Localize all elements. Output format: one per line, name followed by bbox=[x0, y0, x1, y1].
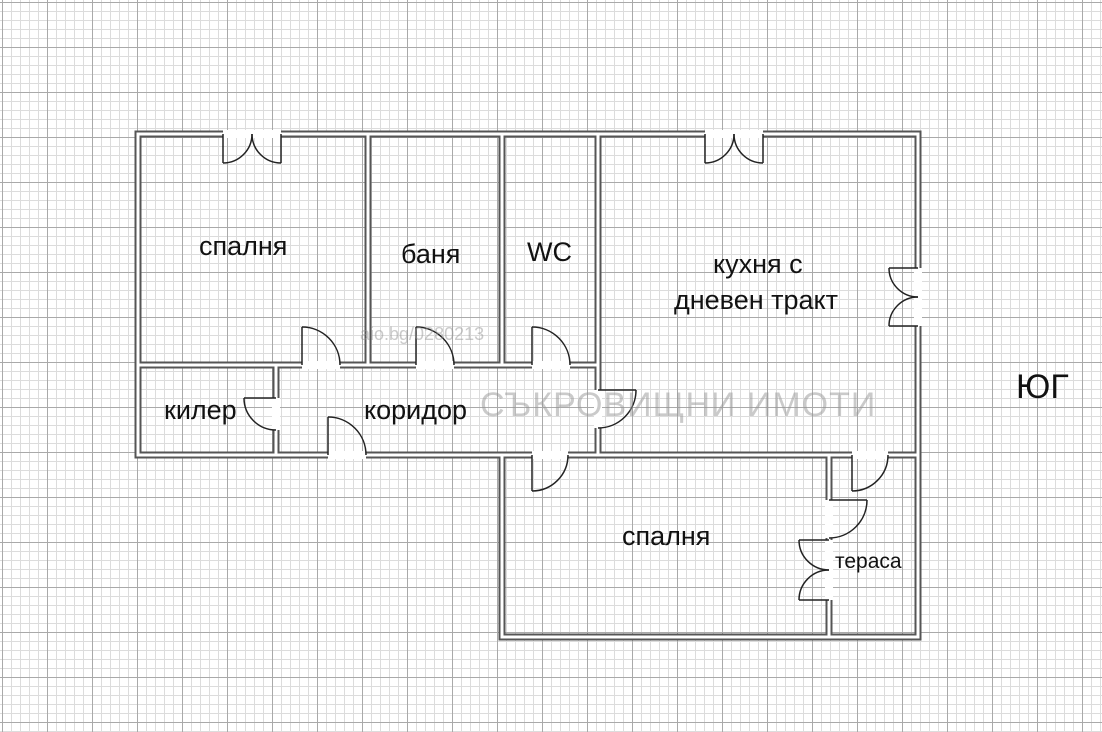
room-label-bedroom-1: спалня bbox=[199, 231, 288, 261]
window-icon bbox=[704, 130, 764, 164]
room-label-kitchen-line1: кухня с bbox=[713, 249, 803, 279]
window-swing bbox=[798, 539, 830, 571]
windows bbox=[222, 130, 922, 601]
window-swing bbox=[222, 133, 253, 164]
room-label-terrace: тераса bbox=[835, 550, 902, 573]
door-icon bbox=[594, 389, 637, 429]
window-swing bbox=[251, 133, 282, 164]
door-swing bbox=[243, 397, 277, 431]
window-icon bbox=[888, 267, 922, 327]
room-label-bedroom-2: спалня bbox=[622, 521, 711, 551]
room-label-wc: WC bbox=[527, 237, 572, 267]
door-icon bbox=[851, 451, 889, 492]
window-swing bbox=[733, 133, 764, 164]
door-swing bbox=[531, 454, 569, 492]
window-swing bbox=[798, 569, 830, 601]
orientation-label: ЮГ bbox=[1016, 368, 1069, 406]
window-swing bbox=[888, 296, 919, 327]
door-icon bbox=[415, 326, 455, 369]
door-icon bbox=[327, 416, 367, 459]
room-label-bathroom: баня bbox=[401, 239, 461, 269]
window-swing bbox=[704, 133, 735, 164]
door-icon bbox=[825, 499, 868, 539]
door-swing bbox=[828, 499, 868, 539]
doors bbox=[243, 326, 889, 539]
door-icon bbox=[531, 326, 571, 369]
door-icon bbox=[243, 397, 280, 431]
watermark-code: aio.bg/0280213 bbox=[360, 324, 485, 344]
room-label-corridor: коридор bbox=[364, 395, 468, 425]
window-swing bbox=[888, 267, 919, 298]
door-swing bbox=[531, 326, 571, 366]
door-swing bbox=[851, 454, 889, 492]
door-icon bbox=[301, 326, 341, 369]
door-swing bbox=[327, 416, 367, 456]
door-swing bbox=[415, 326, 455, 366]
door-swing bbox=[301, 326, 341, 366]
door-icon bbox=[531, 451, 569, 492]
door-swing bbox=[597, 389, 637, 429]
room-label-pantry: килер bbox=[164, 395, 237, 425]
window-icon bbox=[222, 130, 282, 164]
window-icon bbox=[798, 539, 833, 601]
watermark-brand: СЪКРОВИЩНИ ИМОТИ bbox=[480, 386, 877, 424]
room-label-kitchen-line2: дневен тракт bbox=[674, 285, 839, 315]
